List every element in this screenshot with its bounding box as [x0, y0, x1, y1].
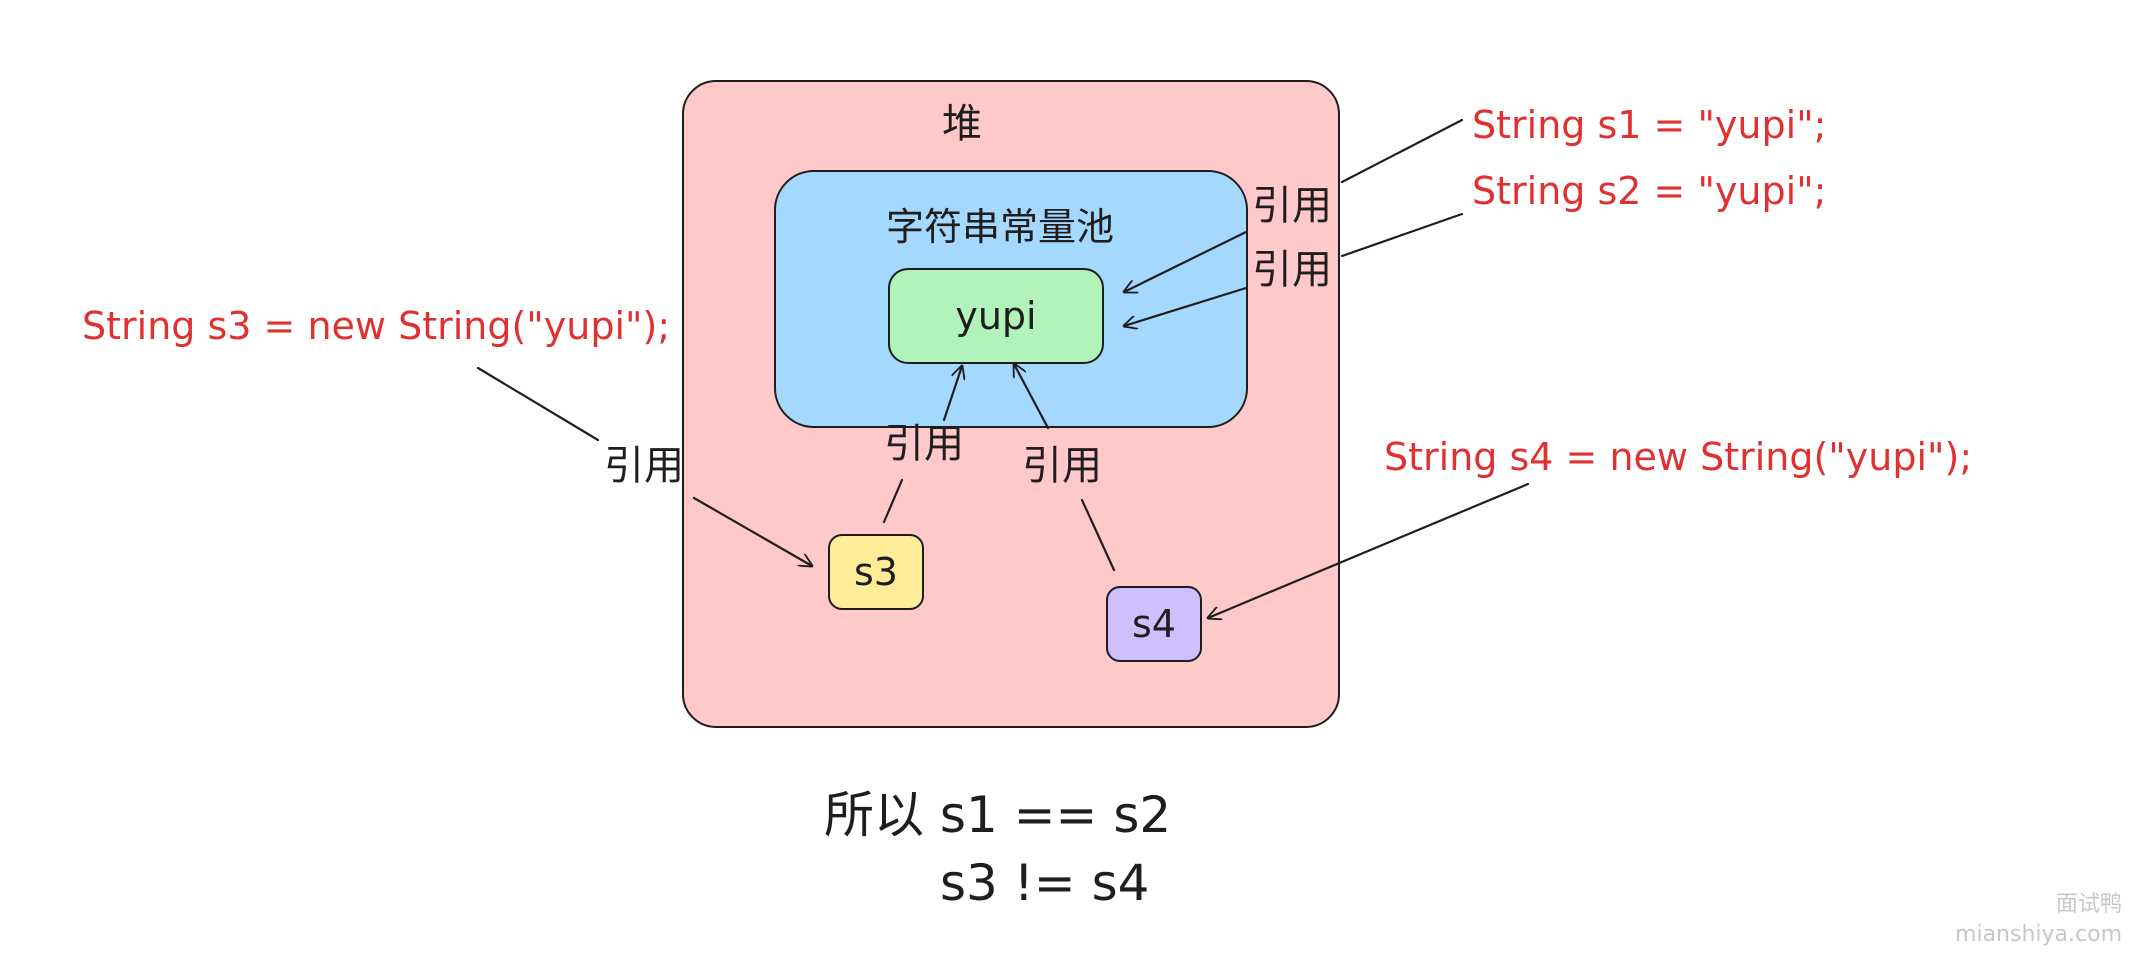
- s4-object-connector-line: [1080, 498, 1116, 572]
- reference-label-s2: 引用: [1252, 247, 1332, 293]
- reference-label-s4-pool: 引用: [1022, 443, 1102, 489]
- watermark-url: mianshiya.com: [1955, 922, 2122, 947]
- s3-object-connector-line: [882, 478, 904, 524]
- code-s3: String s3 = new String("yupi");: [82, 304, 671, 348]
- s1-connector-line: [1340, 118, 1464, 184]
- s2-connector-line: [1340, 212, 1464, 258]
- pool-label: 字符串常量池: [886, 205, 1115, 249]
- s2-to-yupi-arrow: [1124, 286, 1248, 326]
- watermark-brand: 面试鸭: [2055, 892, 2122, 917]
- s4-to-yupi-arrow: [1014, 364, 1050, 430]
- s3-to-yupi-arrow: [942, 366, 962, 422]
- s3-object-node: s3: [828, 534, 924, 610]
- heap-label: 堆: [942, 101, 982, 147]
- s3-var-connector-line: [476, 366, 600, 442]
- reference-label-s3-pool: 引用: [884, 421, 964, 467]
- s4-object-node: s4: [1106, 586, 1202, 662]
- conclusion-line-2: s3 != s4: [940, 854, 1150, 912]
- reference-label-s1: 引用: [1252, 183, 1332, 229]
- conclusion-line-1: 所以 s1 == s2: [824, 786, 1172, 844]
- code-s2: String s2 = "yupi";: [1472, 169, 1827, 213]
- code-s4: String s4 = new String("yupi");: [1384, 435, 1973, 479]
- s1-to-yupi-arrow: [1124, 230, 1248, 292]
- yupi-literal-node: yupi: [888, 268, 1104, 364]
- s4-var-to-object-arrow: [1208, 482, 1530, 618]
- code-s1: String s1 = "yupi";: [1472, 103, 1827, 147]
- s3-var-to-object-arrow: [692, 496, 812, 566]
- reference-label-s3-var: 引用: [604, 443, 684, 489]
